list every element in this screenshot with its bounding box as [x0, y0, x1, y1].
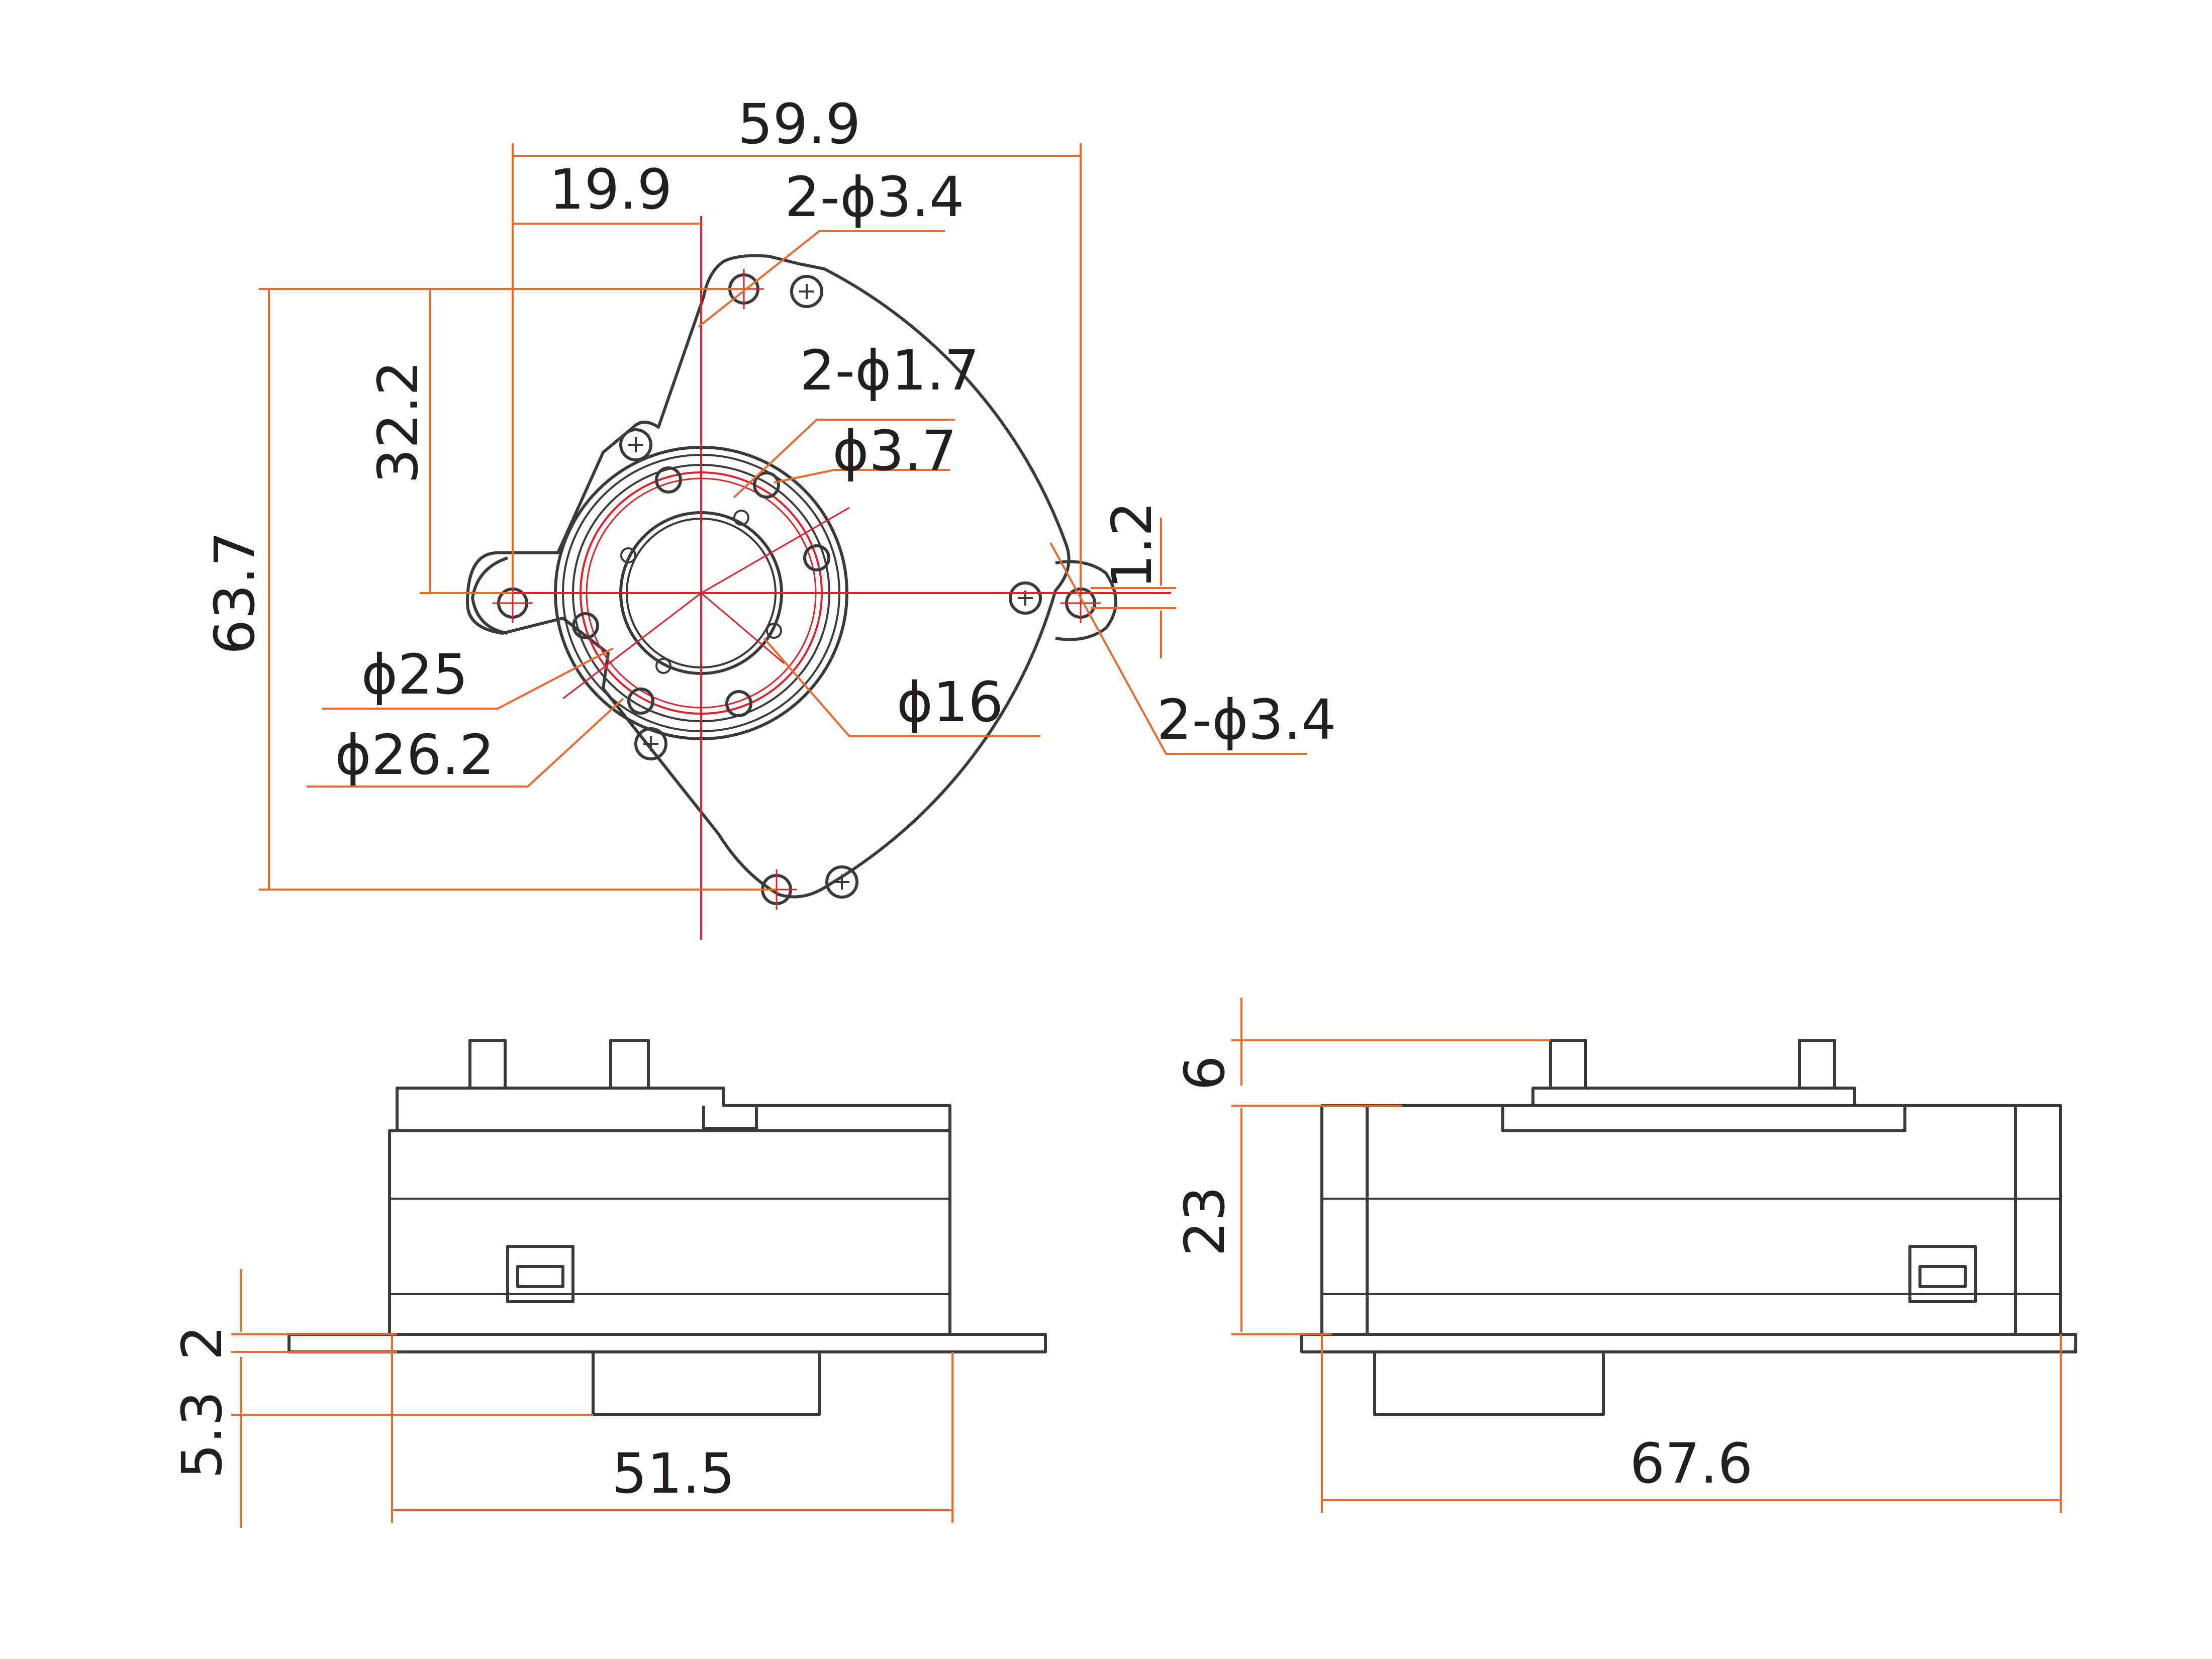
left-body-seam: [390, 1198, 950, 1295]
right-pin: [1549, 1039, 1587, 1088]
screw-icon: [634, 727, 667, 760]
left-pin: [468, 1039, 507, 1088]
left-boss: [702, 1106, 758, 1130]
label-mount-holes-top: 2-ϕ3.4: [785, 165, 964, 229]
label-body-height: 23: [1173, 1186, 1237, 1256]
left-flange: [287, 1333, 1047, 1353]
left-top-plate: [396, 1087, 951, 1132]
leader-side-holes: [1049, 542, 1307, 755]
right-bottom-hub: [1373, 1352, 1605, 1416]
dim-line-center-offset: [420, 289, 513, 594]
label-width: 59.9: [738, 92, 861, 156]
label-pin-height: 6: [1173, 1055, 1237, 1091]
hub-screw-hole: [627, 688, 654, 715]
dim-line-left: [231, 1269, 953, 1528]
right-pin: [1798, 1039, 1836, 1088]
leader-inner-diameter: [763, 637, 1040, 737]
hub-screw-hole: [655, 466, 682, 494]
top-view-left-ear: [471, 556, 508, 635]
label-pcd-26: ϕ26.2: [335, 723, 495, 787]
screw-icon: [619, 428, 652, 461]
right-top-plate: [1501, 1087, 1906, 1132]
left-body: [388, 1129, 951, 1336]
left-bottom-hub: [592, 1352, 821, 1416]
hole-crosshair: [493, 269, 1101, 910]
right-connector: [1908, 1245, 1977, 1303]
leader-top-holes: [698, 230, 945, 328]
top-view: 59.9 19.9 2-ϕ3.4 2-ϕ1.7 ϕ3.7 ϕ16 2-ϕ3.4 …: [203, 92, 1336, 940]
dim-line-height: [259, 288, 777, 891]
left-connector: [506, 1245, 574, 1303]
label-pin-holes: 2-ϕ1.7: [800, 338, 979, 403]
screw-icon: [1009, 581, 1042, 615]
label-height: 63.7: [203, 532, 267, 655]
label-flange: 2: [170, 1325, 234, 1360]
radial-lines: [562, 507, 850, 700]
leader-pin-holes: [733, 419, 955, 499]
left-pin: [609, 1039, 650, 1088]
top-view-body-outline: [466, 254, 1071, 899]
right-flange: [1300, 1333, 2077, 1353]
dim-line-slot: [1091, 518, 1176, 658]
side-view-left: 2 5.3 51.5: [170, 1039, 1047, 1528]
label-slot: 1.2: [1100, 502, 1164, 590]
hub-screw-hole: [725, 690, 752, 717]
dim-line-width: [512, 143, 1082, 588]
top-view-right-ear: [1055, 560, 1117, 641]
right-body: [1366, 1104, 2017, 1336]
label-pcd-25: ϕ25: [361, 642, 468, 707]
hub-pin-hole: [766, 623, 782, 639]
hub-screw-hole: [753, 471, 780, 499]
hub-pin-hole: [620, 547, 636, 563]
hub-screw-hole: [803, 544, 830, 571]
label-center-bore: ϕ3.7: [832, 419, 957, 483]
hub-pin-hole: [655, 658, 671, 674]
label-mount-holes-side: 2-ϕ3.4: [1157, 688, 1336, 752]
label-center-offset: 32.2: [366, 361, 430, 484]
screw-icon: [790, 275, 823, 308]
label-inner-diameter: ϕ16: [897, 670, 1004, 734]
label-right-width: 67.6: [1630, 1431, 1753, 1496]
label-protrusion: 5.3: [170, 1391, 234, 1479]
hub-screw-hole: [572, 612, 599, 639]
leader-pcd-26: [307, 698, 624, 788]
leader-pcd-25: [322, 647, 614, 710]
hub-pin-hole: [733, 510, 749, 526]
side-view-right: 6 23 67.6: [1173, 998, 2077, 1513]
dim-line-right: [1231, 998, 2062, 1513]
label-left-width: 51.5: [612, 1441, 735, 1506]
screw-icon: [825, 865, 858, 899]
leader-center-bore: [774, 469, 950, 483]
right-ears: [1320, 1104, 2062, 1336]
right-body-seam: [1322, 1198, 2061, 1295]
label-offset: 19.9: [549, 157, 672, 222]
